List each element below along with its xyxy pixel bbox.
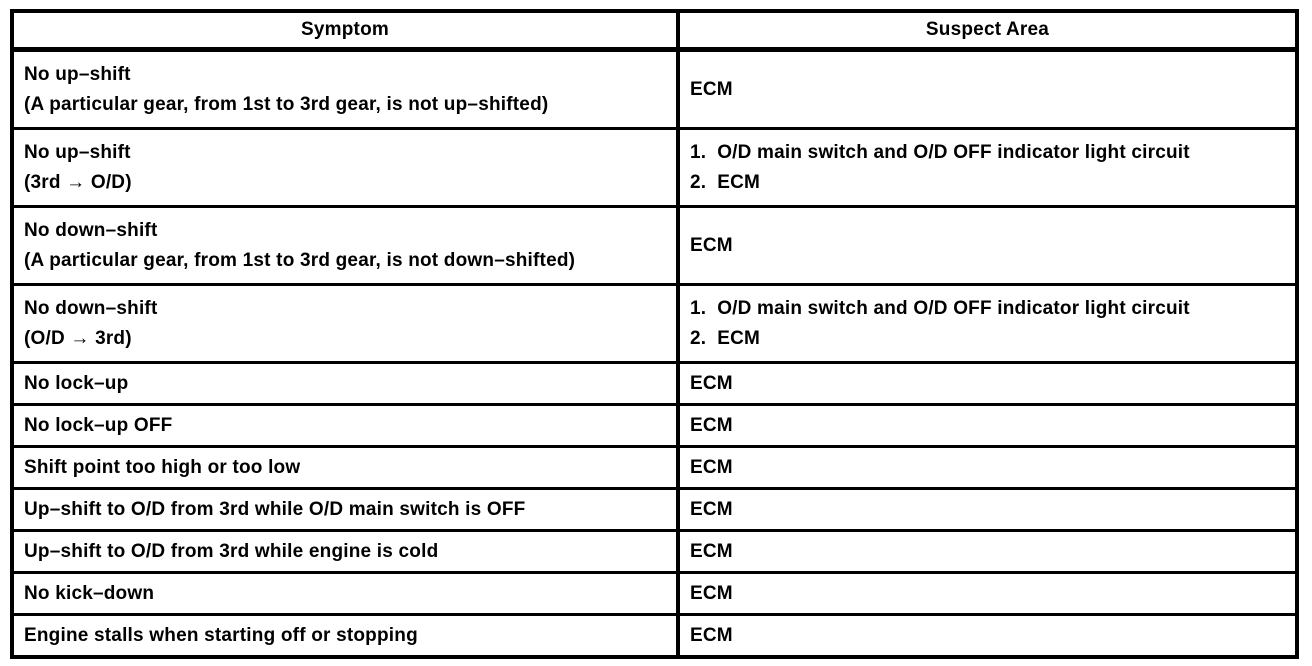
symptom-cell: No down–shift (A particular gear, from 1…	[14, 208, 676, 283]
suspect-cell: ECM	[676, 490, 1295, 529]
suspect-text: ECM	[690, 456, 733, 478]
symptom-text: No up–shift	[24, 141, 131, 163]
symptom-text: Shift point too high or too low	[24, 456, 301, 478]
suspect-cell: ECM	[676, 208, 1295, 283]
suspect-cell: 1. O/D main switch and O/D OFF indicator…	[676, 286, 1295, 361]
table-row: No down–shift (A particular gear, from 1…	[14, 205, 1295, 283]
symptom-suspect-table: Symptom Suspect Area No up–shift (A part…	[10, 9, 1299, 659]
suspect-text: ECM	[690, 624, 733, 646]
table-row: No lock–up OFF ECM	[14, 403, 1295, 445]
table-row: Engine stalls when starting off or stopp…	[14, 613, 1295, 655]
table-row: Up–shift to O/D from 3rd while engine is…	[14, 529, 1295, 571]
symptom-text: No down–shift	[24, 219, 158, 241]
suspect-text: ECM	[690, 414, 733, 436]
suspect-cell: ECM	[676, 574, 1295, 613]
table-row: No kick–down ECM	[14, 571, 1295, 613]
symptom-cell: Shift point too high or too low	[14, 448, 676, 487]
symptom-text: No lock–up OFF	[24, 414, 173, 436]
symptom-detail-text: (3rd → O/D)	[24, 171, 132, 193]
suspect-cell: 1. O/D main switch and O/D OFF indicator…	[676, 130, 1295, 205]
symptom-detail-text: (O/D → 3rd)	[24, 327, 132, 349]
suspect-text: ECM	[690, 498, 733, 520]
suspect-area-header-label: Suspect Area	[925, 19, 1050, 40]
suspect-cell: ECM	[676, 364, 1295, 403]
suspect-text: 2. ECM	[690, 327, 761, 349]
table-row: No lock–up ECM	[14, 361, 1295, 403]
symptom-text: No down–shift	[24, 297, 158, 319]
symptom-cell: Engine stalls when starting off or stopp…	[14, 616, 676, 655]
symptom-column-header: Symptom	[14, 13, 676, 47]
suspect-text: ECM	[690, 78, 733, 100]
suspect-text: 1. O/D main switch and O/D OFF indicator…	[690, 141, 1190, 163]
suspect-area-column-header: Suspect Area	[676, 13, 1295, 47]
suspect-text: ECM	[690, 234, 733, 256]
suspect-text: 2. ECM	[690, 171, 761, 193]
symptom-cell: Up–shift to O/D from 3rd while engine is…	[14, 532, 676, 571]
suspect-cell: ECM	[676, 616, 1295, 655]
table-row: No down–shift (O/D → 3rd) 1. O/D main sw…	[14, 283, 1295, 361]
symptom-detail-text: (A particular gear, from 1st to 3rd gear…	[24, 249, 576, 271]
symptom-text: Up–shift to O/D from 3rd while engine is…	[24, 540, 439, 562]
symptom-text: Up–shift to O/D from 3rd while O/D main …	[24, 498, 526, 520]
symptom-cell: No down–shift (O/D → 3rd)	[14, 286, 676, 361]
symptom-header-label: Symptom	[301, 19, 389, 40]
symptom-text: No up–shift	[24, 63, 131, 85]
suspect-cell: ECM	[676, 406, 1295, 445]
table-row: Shift point too high or too low ECM	[14, 445, 1295, 487]
suspect-text: 1. O/D main switch and O/D OFF indicator…	[690, 297, 1190, 319]
table-row: Up–shift to O/D from 3rd while O/D main …	[14, 487, 1295, 529]
suspect-text: ECM	[690, 372, 733, 394]
table-row: No up–shift (3rd → O/D) 1. O/D main swit…	[14, 127, 1295, 205]
suspect-text: ECM	[690, 540, 733, 562]
symptom-cell: Up–shift to O/D from 3rd while O/D main …	[14, 490, 676, 529]
suspect-cell: ECM	[676, 532, 1295, 571]
symptom-cell: No up–shift (3rd → O/D)	[14, 130, 676, 205]
symptom-detail-text: (A particular gear, from 1st to 3rd gear…	[24, 93, 549, 115]
suspect-cell: ECM	[676, 448, 1295, 487]
symptom-cell: No lock–up	[14, 364, 676, 403]
symptom-cell: No kick–down	[14, 574, 676, 613]
symptom-cell: No lock–up OFF	[14, 406, 676, 445]
symptom-text: No lock–up	[24, 372, 129, 394]
symptom-cell: No up–shift (A particular gear, from 1st…	[14, 52, 676, 127]
table-row: No up–shift (A particular gear, from 1st…	[14, 49, 1295, 127]
symptom-text: No kick–down	[24, 582, 155, 604]
symptom-text: Engine stalls when starting off or stopp…	[24, 624, 418, 646]
suspect-text: ECM	[690, 582, 733, 604]
table-header-row: Symptom Suspect Area	[14, 13, 1295, 49]
suspect-cell: ECM	[676, 52, 1295, 127]
